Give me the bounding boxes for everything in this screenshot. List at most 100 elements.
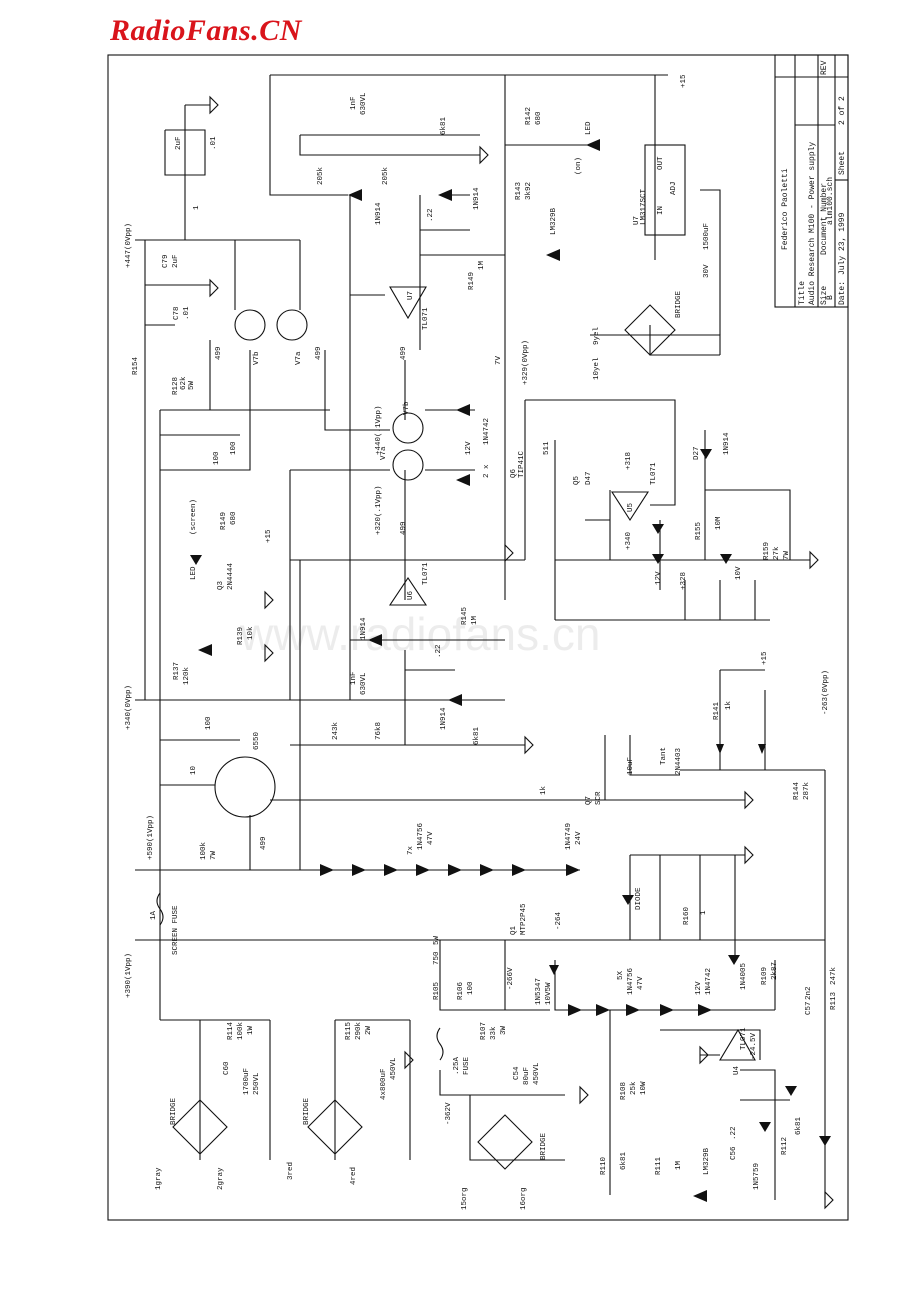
- fuse-025a: [436, 1027, 444, 1061]
- sheet-label: Sheet: [838, 151, 847, 175]
- label-d4005: 1N4005: [740, 962, 748, 990]
- rev-label: REV: [820, 60, 829, 75]
- label-c57v: 2n2: [805, 986, 813, 1000]
- net-328: +328: [680, 572, 688, 590]
- label-u4: U4: [733, 1065, 741, 1075]
- label-r108w: 10W: [640, 1081, 648, 1095]
- label-r106: R106: [457, 981, 465, 1000]
- label-r143v: 3k92: [525, 182, 533, 200]
- label-q5: Q5: [573, 475, 581, 485]
- label-c30v: 30V: [703, 264, 711, 278]
- label-r6k81b: 6k81: [473, 726, 481, 745]
- label-d1n914e: 1N914: [723, 432, 731, 455]
- label-r143: R143: [515, 181, 523, 200]
- label-r205b: 205k: [382, 166, 390, 185]
- net-p15a: +15: [680, 74, 688, 88]
- label-r149v: 1M: [478, 260, 486, 270]
- label-ledon: (on): [575, 157, 583, 175]
- label-c4x800: 4x800uF: [380, 1068, 388, 1100]
- label-c1nf: 1nF: [350, 96, 358, 110]
- label-c54v: 80uF: [523, 1067, 531, 1085]
- label-d12vb: 12V: [695, 981, 703, 995]
- label-r1k: 1k: [540, 785, 548, 795]
- label-u5: U5: [627, 502, 635, 512]
- label-tl071a: TL071: [422, 307, 430, 330]
- label-v7b: V7b: [253, 351, 261, 365]
- label-r111v: 1M: [675, 1160, 683, 1170]
- label-r144: R144: [793, 781, 801, 800]
- net-320: +320(.1Vpp): [375, 485, 383, 535]
- label-bridge1: BRIDGE: [675, 290, 683, 318]
- label-c79: C79: [162, 254, 170, 268]
- label-d5x: 5X: [617, 970, 625, 980]
- label-r128: R128: [172, 377, 180, 395]
- label-r141: R141: [713, 701, 721, 720]
- ground-symbols: [209, 95, 834, 1210]
- label-r109v: 2k87: [771, 962, 779, 980]
- bridge-red: [307, 1099, 363, 1155]
- net-m362: -362V: [445, 1102, 453, 1125]
- net-m266: -266V: [507, 967, 515, 990]
- label-r159: R159: [763, 542, 771, 560]
- label-q1t: MTP2P45: [520, 903, 528, 935]
- opamp-u4: [719, 1028, 756, 1061]
- net-318: +318: [625, 452, 633, 470]
- net-340b: +340: [625, 531, 633, 550]
- label-r139: R139: [237, 627, 245, 645]
- label-v7b2: V7b: [403, 401, 411, 415]
- label-d2x: 2 x: [483, 464, 491, 478]
- label-r159v: 27k: [773, 546, 781, 560]
- tube-v7a: [276, 309, 308, 341]
- net-390: +390(1Vpp): [125, 953, 133, 998]
- label-q6: Q6: [510, 468, 518, 478]
- label-r499e: 499: [260, 836, 268, 850]
- components: [156, 95, 834, 1210]
- label-r149b: R149: [220, 512, 228, 530]
- label-r139v: 10k: [247, 626, 255, 640]
- wires: [135, 74, 826, 1200]
- date: July 23, 1999: [838, 212, 847, 275]
- label-c57: C57: [805, 1001, 813, 1015]
- label-r108: R108: [620, 1082, 628, 1100]
- label-d5347: 1N5347: [535, 978, 543, 1005]
- net-p15b: +15: [265, 529, 273, 543]
- net-m264: -264: [555, 911, 563, 930]
- sheet-number: 2 of 2: [838, 96, 847, 125]
- label-r100k: 100k: [200, 841, 208, 860]
- label-v7a: V7a: [295, 351, 303, 365]
- net-590: +590(1Vpp): [147, 815, 155, 860]
- label-tl071d: TL071: [740, 1027, 748, 1050]
- label-r7w: 7W: [210, 850, 218, 860]
- label-r108v: 25k: [630, 1081, 638, 1095]
- label-c1500: 1500uF: [703, 223, 711, 250]
- label-scr: SCR: [595, 791, 603, 805]
- label-tant: Tant: [660, 747, 668, 765]
- tube-v7b: [234, 309, 266, 341]
- label-r112v: 6k81: [795, 1116, 803, 1135]
- label-r155v: 10M: [715, 516, 723, 530]
- fuse-screen: [156, 892, 164, 926]
- label-c78v: .01: [183, 306, 191, 320]
- label-fuse2: .25A: [453, 1056, 461, 1075]
- label-c79v: 2uF: [172, 254, 180, 268]
- label-u6: U6: [407, 590, 415, 600]
- net-340: +340(0Vpp): [125, 685, 133, 730]
- watermark: www.radiofans.cn: [239, 608, 601, 660]
- label-r106v: 100: [467, 981, 475, 995]
- label-lm329a: LM329B: [550, 207, 558, 235]
- label-c10uf: 10uF: [627, 757, 635, 775]
- net-7v: 7V: [495, 355, 503, 365]
- label-c6302: 630VL: [360, 672, 368, 695]
- label-diode: DIODE: [635, 887, 643, 910]
- net-263: -263(0Vpp): [822, 670, 830, 715]
- label-d4742b: 1N4742: [705, 968, 713, 995]
- label-c2uf: 2uF: [175, 136, 183, 150]
- label-d1n914c: 1N914: [360, 617, 368, 640]
- doc-title: Audio Research M100 - Power supply: [808, 142, 817, 305]
- label-c56: C56: [730, 1146, 738, 1160]
- label-d1n914b: 1N914: [473, 187, 481, 210]
- label-r100a: 100: [213, 451, 221, 465]
- label-d4749: 1N4749: [565, 823, 573, 850]
- size-value: B: [826, 295, 835, 300]
